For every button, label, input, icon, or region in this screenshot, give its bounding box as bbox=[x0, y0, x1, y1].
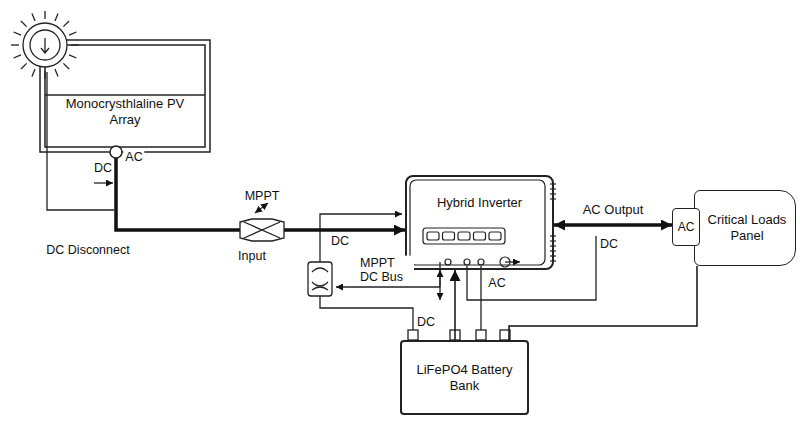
mppt-symbol bbox=[244, 222, 280, 238]
sun-icon bbox=[32, 14, 35, 21]
sun-icon bbox=[71, 44, 79, 45]
sun-icon bbox=[21, 63, 27, 69]
port-label: AC bbox=[678, 220, 695, 234]
pv-array-box: Monocrysthlaline PV Array bbox=[40, 40, 210, 152]
sun-icon bbox=[23, 23, 67, 67]
sun-icon bbox=[63, 21, 69, 27]
text-holder: Monocrysthlaline PV Array bbox=[40, 40, 210, 127]
sun-icon bbox=[11, 44, 19, 45]
inverter-detail bbox=[458, 232, 470, 240]
wire-label: AC bbox=[123, 150, 144, 164]
inverter-detail bbox=[423, 228, 505, 244]
node-title: Monocrysthlaline PV Array bbox=[60, 96, 190, 127]
fuse-symbol bbox=[308, 262, 332, 296]
signal-wire bbox=[336, 286, 440, 287]
sun-icon bbox=[44, 11, 45, 19]
signal-wire bbox=[94, 182, 113, 183]
inverter-detail bbox=[427, 232, 501, 240]
inverter-detail bbox=[443, 232, 455, 240]
wire-label: MPPT DC Bus bbox=[358, 256, 414, 285]
signal-wire bbox=[505, 261, 520, 262]
inverter-box: Hybrid Inverter bbox=[405, 175, 554, 270]
mppt-symbol bbox=[240, 203, 284, 241]
battery-terminal bbox=[476, 330, 486, 340]
sun-icon bbox=[14, 55, 21, 58]
sun-icon bbox=[69, 55, 76, 58]
wire-label: DC bbox=[92, 161, 114, 175]
edge-label: AC Output bbox=[580, 202, 647, 217]
wire-label: DC bbox=[598, 237, 620, 251]
pv-frame bbox=[45, 94, 205, 96]
sun-icon bbox=[69, 32, 76, 35]
inverter-detail bbox=[427, 232, 439, 240]
inverter-detail bbox=[445, 259, 451, 265]
battery-terminal bbox=[408, 330, 510, 340]
battery-terminal bbox=[408, 330, 418, 340]
sun-icon bbox=[32, 69, 35, 76]
inverter-detail bbox=[489, 232, 501, 240]
sun-icon bbox=[21, 21, 27, 27]
fuse-symbol bbox=[312, 268, 328, 290]
pv-frame bbox=[40, 40, 210, 152]
inverter-detail bbox=[474, 232, 486, 240]
sun-icon bbox=[11, 11, 79, 79]
connector bbox=[554, 223, 672, 227]
sun-icon bbox=[14, 32, 21, 35]
pv-junction bbox=[110, 146, 122, 158]
wire-label: DC bbox=[329, 234, 351, 248]
sun-icon bbox=[55, 14, 58, 21]
mppt-symbol bbox=[255, 203, 268, 213]
sun-icon bbox=[55, 69, 58, 76]
inverter-detail bbox=[464, 259, 470, 265]
node-title: Critical Loads Panel bbox=[705, 212, 789, 243]
wire-label: AC bbox=[486, 276, 507, 290]
signal-wire bbox=[480, 266, 481, 330]
inverter-detail bbox=[410, 180, 556, 267]
sun-icon bbox=[41, 38, 49, 53]
wire-label: DC Disconnect bbox=[44, 243, 131, 257]
battery-box: LiFePO4 Battery Bank bbox=[400, 340, 529, 415]
inverter-detail bbox=[500, 257, 510, 267]
signal-wire bbox=[320, 296, 413, 330]
connector bbox=[454, 270, 456, 340]
connector bbox=[509, 266, 697, 340]
panel-ac-port: AC bbox=[672, 208, 700, 246]
node-title: LiFePO4 Battery Bank bbox=[408, 362, 521, 393]
panel-body: Critical Loads Panel bbox=[694, 190, 796, 266]
mppt-symbol bbox=[240, 219, 284, 241]
text-holder: LiFePO4 Battery Bank bbox=[402, 362, 527, 393]
text-holder: Hybrid Inverter bbox=[407, 177, 552, 211]
signal-wire bbox=[439, 270, 440, 300]
sun-icon bbox=[44, 71, 45, 79]
wire-label: Input bbox=[236, 249, 268, 263]
sun-icon bbox=[63, 63, 69, 69]
sun-icon bbox=[30, 30, 60, 60]
pv-frame bbox=[45, 45, 205, 147]
sun-icon bbox=[11, 11, 79, 79]
signal-wire bbox=[47, 72, 596, 330]
inverter-detail bbox=[478, 259, 484, 265]
node-title: Hybrid Inverter bbox=[437, 195, 522, 211]
wire-label: DC bbox=[415, 315, 437, 329]
inverter-detail bbox=[410, 180, 545, 265]
pv-frame bbox=[40, 40, 210, 152]
fuse-symbol bbox=[308, 262, 332, 296]
connector bbox=[116, 152, 405, 230]
loads-panel: Critical Loads Panel AC bbox=[672, 190, 796, 266]
signal-wire bbox=[47, 72, 114, 210]
signal-wire bbox=[467, 236, 596, 300]
wire-label: MPPT bbox=[243, 189, 282, 203]
